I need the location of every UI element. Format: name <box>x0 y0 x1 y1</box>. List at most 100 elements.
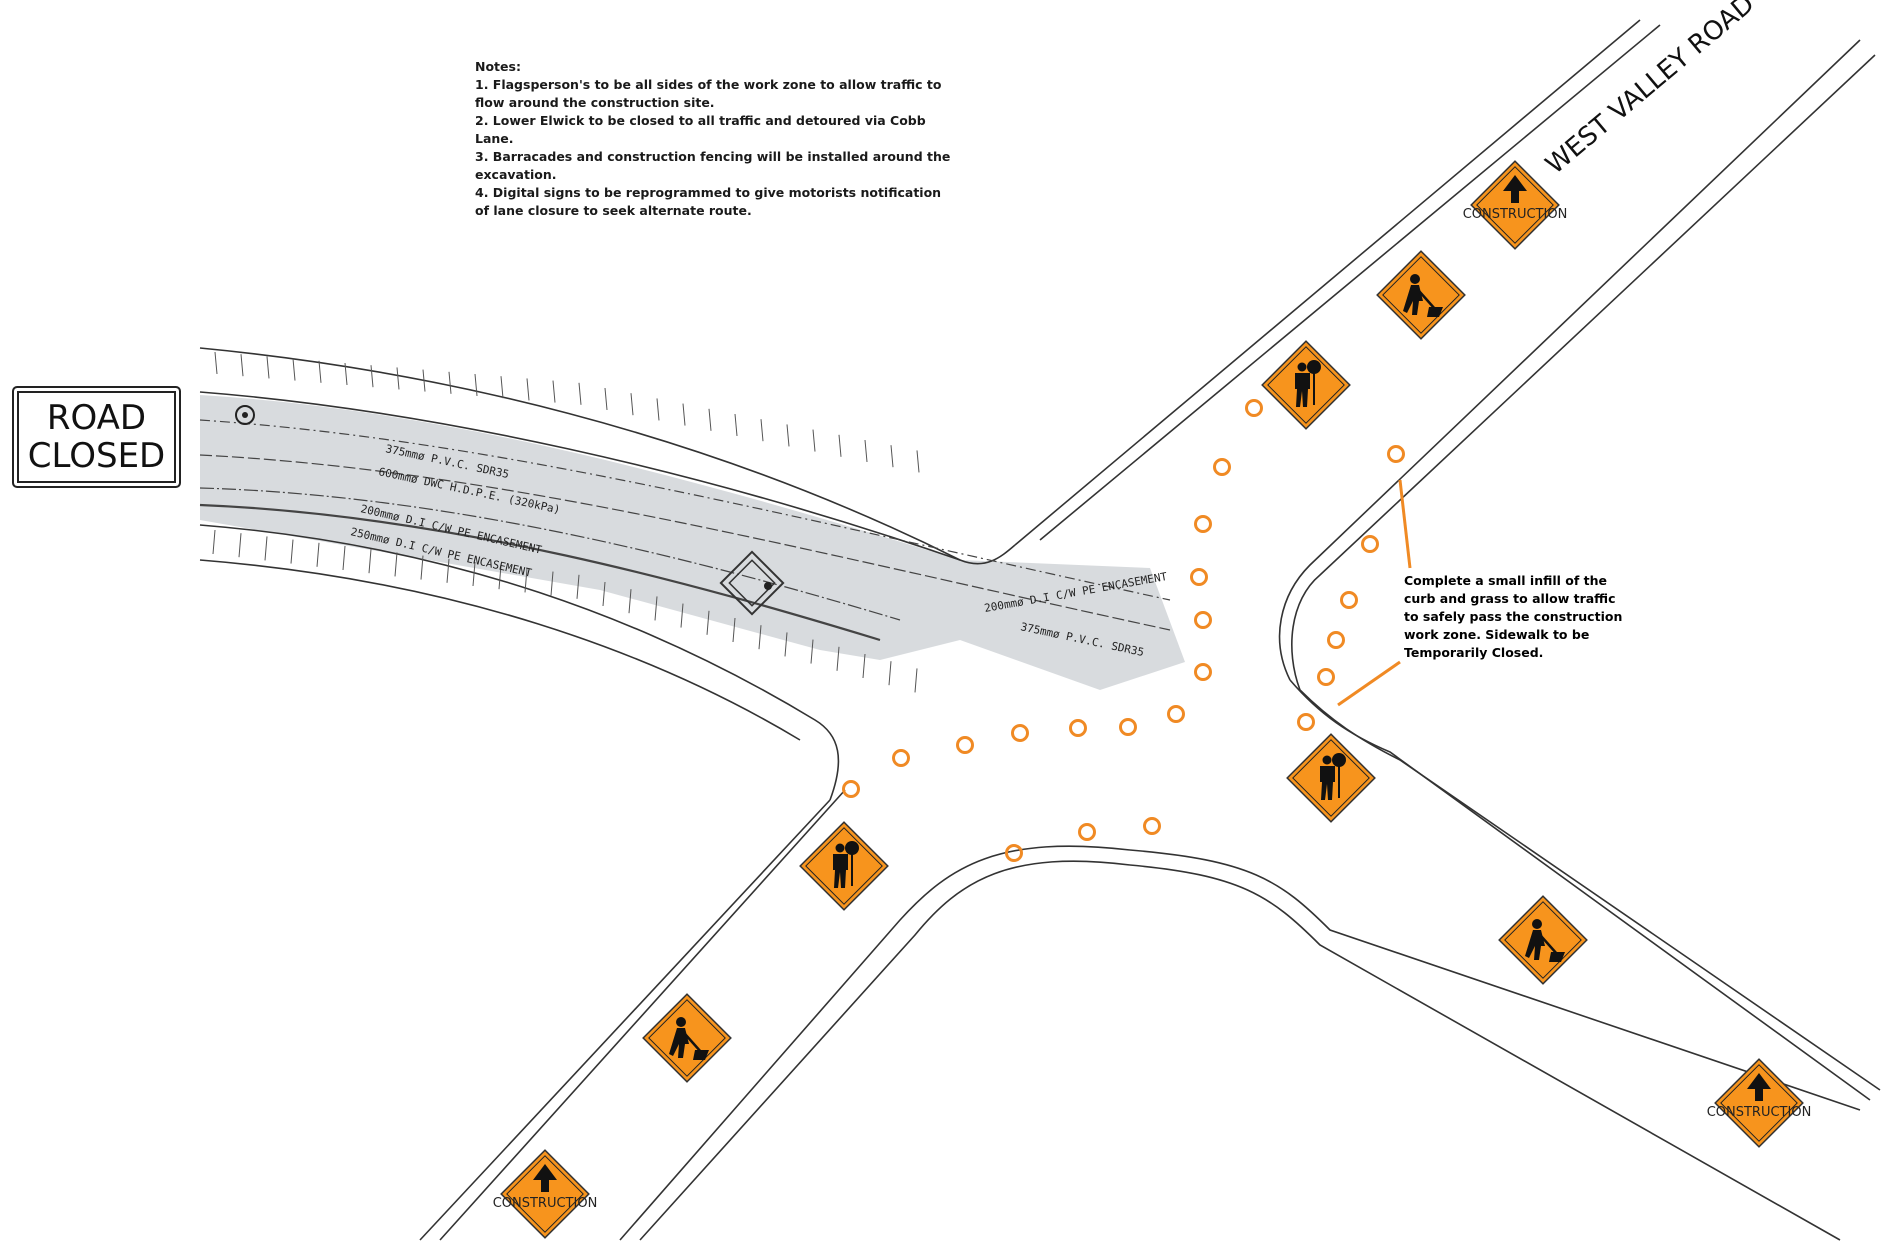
curb-tick <box>394 552 398 577</box>
curb-tick <box>344 362 348 386</box>
worker-sign <box>642 993 732 1083</box>
curb-tick <box>240 354 244 377</box>
curb-tick <box>888 661 892 686</box>
curb-tick <box>370 365 374 388</box>
cone-icon <box>1143 817 1161 835</box>
curb-tick <box>862 653 866 679</box>
curb-tick <box>524 568 528 593</box>
curb-tick <box>500 376 504 399</box>
street-label: WEST VALLEY ROAD <box>1540 0 1760 180</box>
curb-tick <box>316 542 320 567</box>
construction-label: CONSTRUCTION <box>1707 1105 1812 1120</box>
curb-tick <box>396 367 400 390</box>
curb-tick <box>914 668 918 693</box>
west-road <box>199 347 1016 801</box>
curb-tick <box>292 358 296 381</box>
flagger-sign <box>1286 733 1376 823</box>
curb-tick <box>732 617 736 643</box>
flagger-icon <box>1320 753 1346 800</box>
curb-tick <box>214 351 218 375</box>
callout-leader <box>1337 479 1412 707</box>
curb-tick <box>448 371 452 394</box>
curb-tick <box>290 539 294 564</box>
curb-tick <box>238 533 242 558</box>
notes-block: Notes: 1. Flagsperson's to be all sides … <box>475 58 955 220</box>
curb-tick <box>628 589 632 614</box>
note-item: 1. Flagsperson's to be all sides of the … <box>475 77 942 110</box>
cone-icon <box>1361 535 1379 553</box>
cone-icon <box>892 749 910 767</box>
curb-tick <box>266 356 270 379</box>
note-item: 4. Digital signs to be reprogrammed to g… <box>475 185 942 218</box>
construction-label: CONSTRUCTION <box>1463 207 1568 222</box>
cone-icon <box>1167 705 1185 723</box>
construction-ahead-sign: CONSTRUCTION <box>493 1149 598 1239</box>
flagger-sign <box>1261 340 1351 430</box>
road-closed-sign: ROAD CLOSED <box>12 386 181 488</box>
cone-icon <box>1245 399 1263 417</box>
warning-signs: CONSTRUCTION CONSTRUCTION CONSTRUCTION <box>493 160 1812 1239</box>
cone-icon <box>1194 611 1212 629</box>
curb-tick <box>526 378 530 401</box>
road-closed-line1: ROAD <box>46 398 147 438</box>
curb-tick <box>734 413 738 437</box>
curb-tick <box>576 574 580 599</box>
road-closed-line2: CLOSED <box>27 436 166 476</box>
curb-tick <box>654 596 658 621</box>
curb-tick <box>758 625 762 650</box>
curb-tick <box>212 529 216 555</box>
cone-icon <box>1194 515 1212 533</box>
worker-shovel-icon <box>669 1017 709 1060</box>
southeast-road <box>1129 679 1881 1241</box>
flagger-icon <box>1295 360 1321 407</box>
cone-icon <box>1297 713 1315 731</box>
cone-icon <box>1327 631 1345 649</box>
curb-tick <box>864 439 868 463</box>
manhole-symbol <box>719 550 785 616</box>
curb-tick <box>706 610 710 635</box>
arrow-up-icon <box>533 1164 557 1192</box>
construction-ahead-sign: CONSTRUCTION <box>1463 160 1568 250</box>
flagger-sign <box>799 821 889 911</box>
cone-icon <box>1069 719 1087 737</box>
curb-tick <box>682 403 686 426</box>
curb-tick <box>810 639 814 664</box>
cone-icon <box>1190 568 1208 586</box>
cone-icon <box>1387 445 1405 463</box>
curb-tick <box>630 393 634 416</box>
curb-tick <box>342 545 346 571</box>
cone-icon <box>1005 844 1023 862</box>
curb-tick <box>552 380 556 403</box>
curb-tick <box>446 558 450 583</box>
curb-tick <box>656 398 660 421</box>
curb-tick <box>836 646 840 671</box>
pipe-lines <box>199 419 1171 642</box>
cone-icon <box>1078 823 1096 841</box>
curb-tick <box>578 382 582 405</box>
arrow-up-icon <box>1503 175 1527 203</box>
curb-tick <box>680 603 684 628</box>
traffic-cones <box>842 399 1405 862</box>
note-item: 2. Lower Elwick to be closed to all traf… <box>475 113 926 146</box>
cone-icon <box>956 736 974 754</box>
cone-icon <box>1317 668 1335 686</box>
curb-infill-callout: Complete a small infill of the curb and … <box>1404 573 1623 660</box>
curb-tick <box>890 445 894 468</box>
valve-symbol <box>235 405 255 425</box>
cone-icon <box>1194 663 1212 681</box>
curb-tick <box>604 387 608 411</box>
construction-label: CONSTRUCTION <box>493 1196 598 1211</box>
southwest-road <box>419 789 1131 1241</box>
west-valley-road <box>1014 19 1876 691</box>
arrow-up-icon <box>1747 1073 1771 1101</box>
west-road-curb-ticks <box>212 351 920 693</box>
curb-tick <box>602 581 606 607</box>
curb-tick <box>498 565 502 590</box>
curb-tick <box>474 373 478 397</box>
cone-icon <box>1340 591 1358 609</box>
curb-tick <box>784 632 788 657</box>
construction-ahead-sign: CONSTRUCTION <box>1707 1058 1812 1148</box>
excavation-zone <box>200 395 1185 690</box>
curb-tick <box>422 369 426 392</box>
